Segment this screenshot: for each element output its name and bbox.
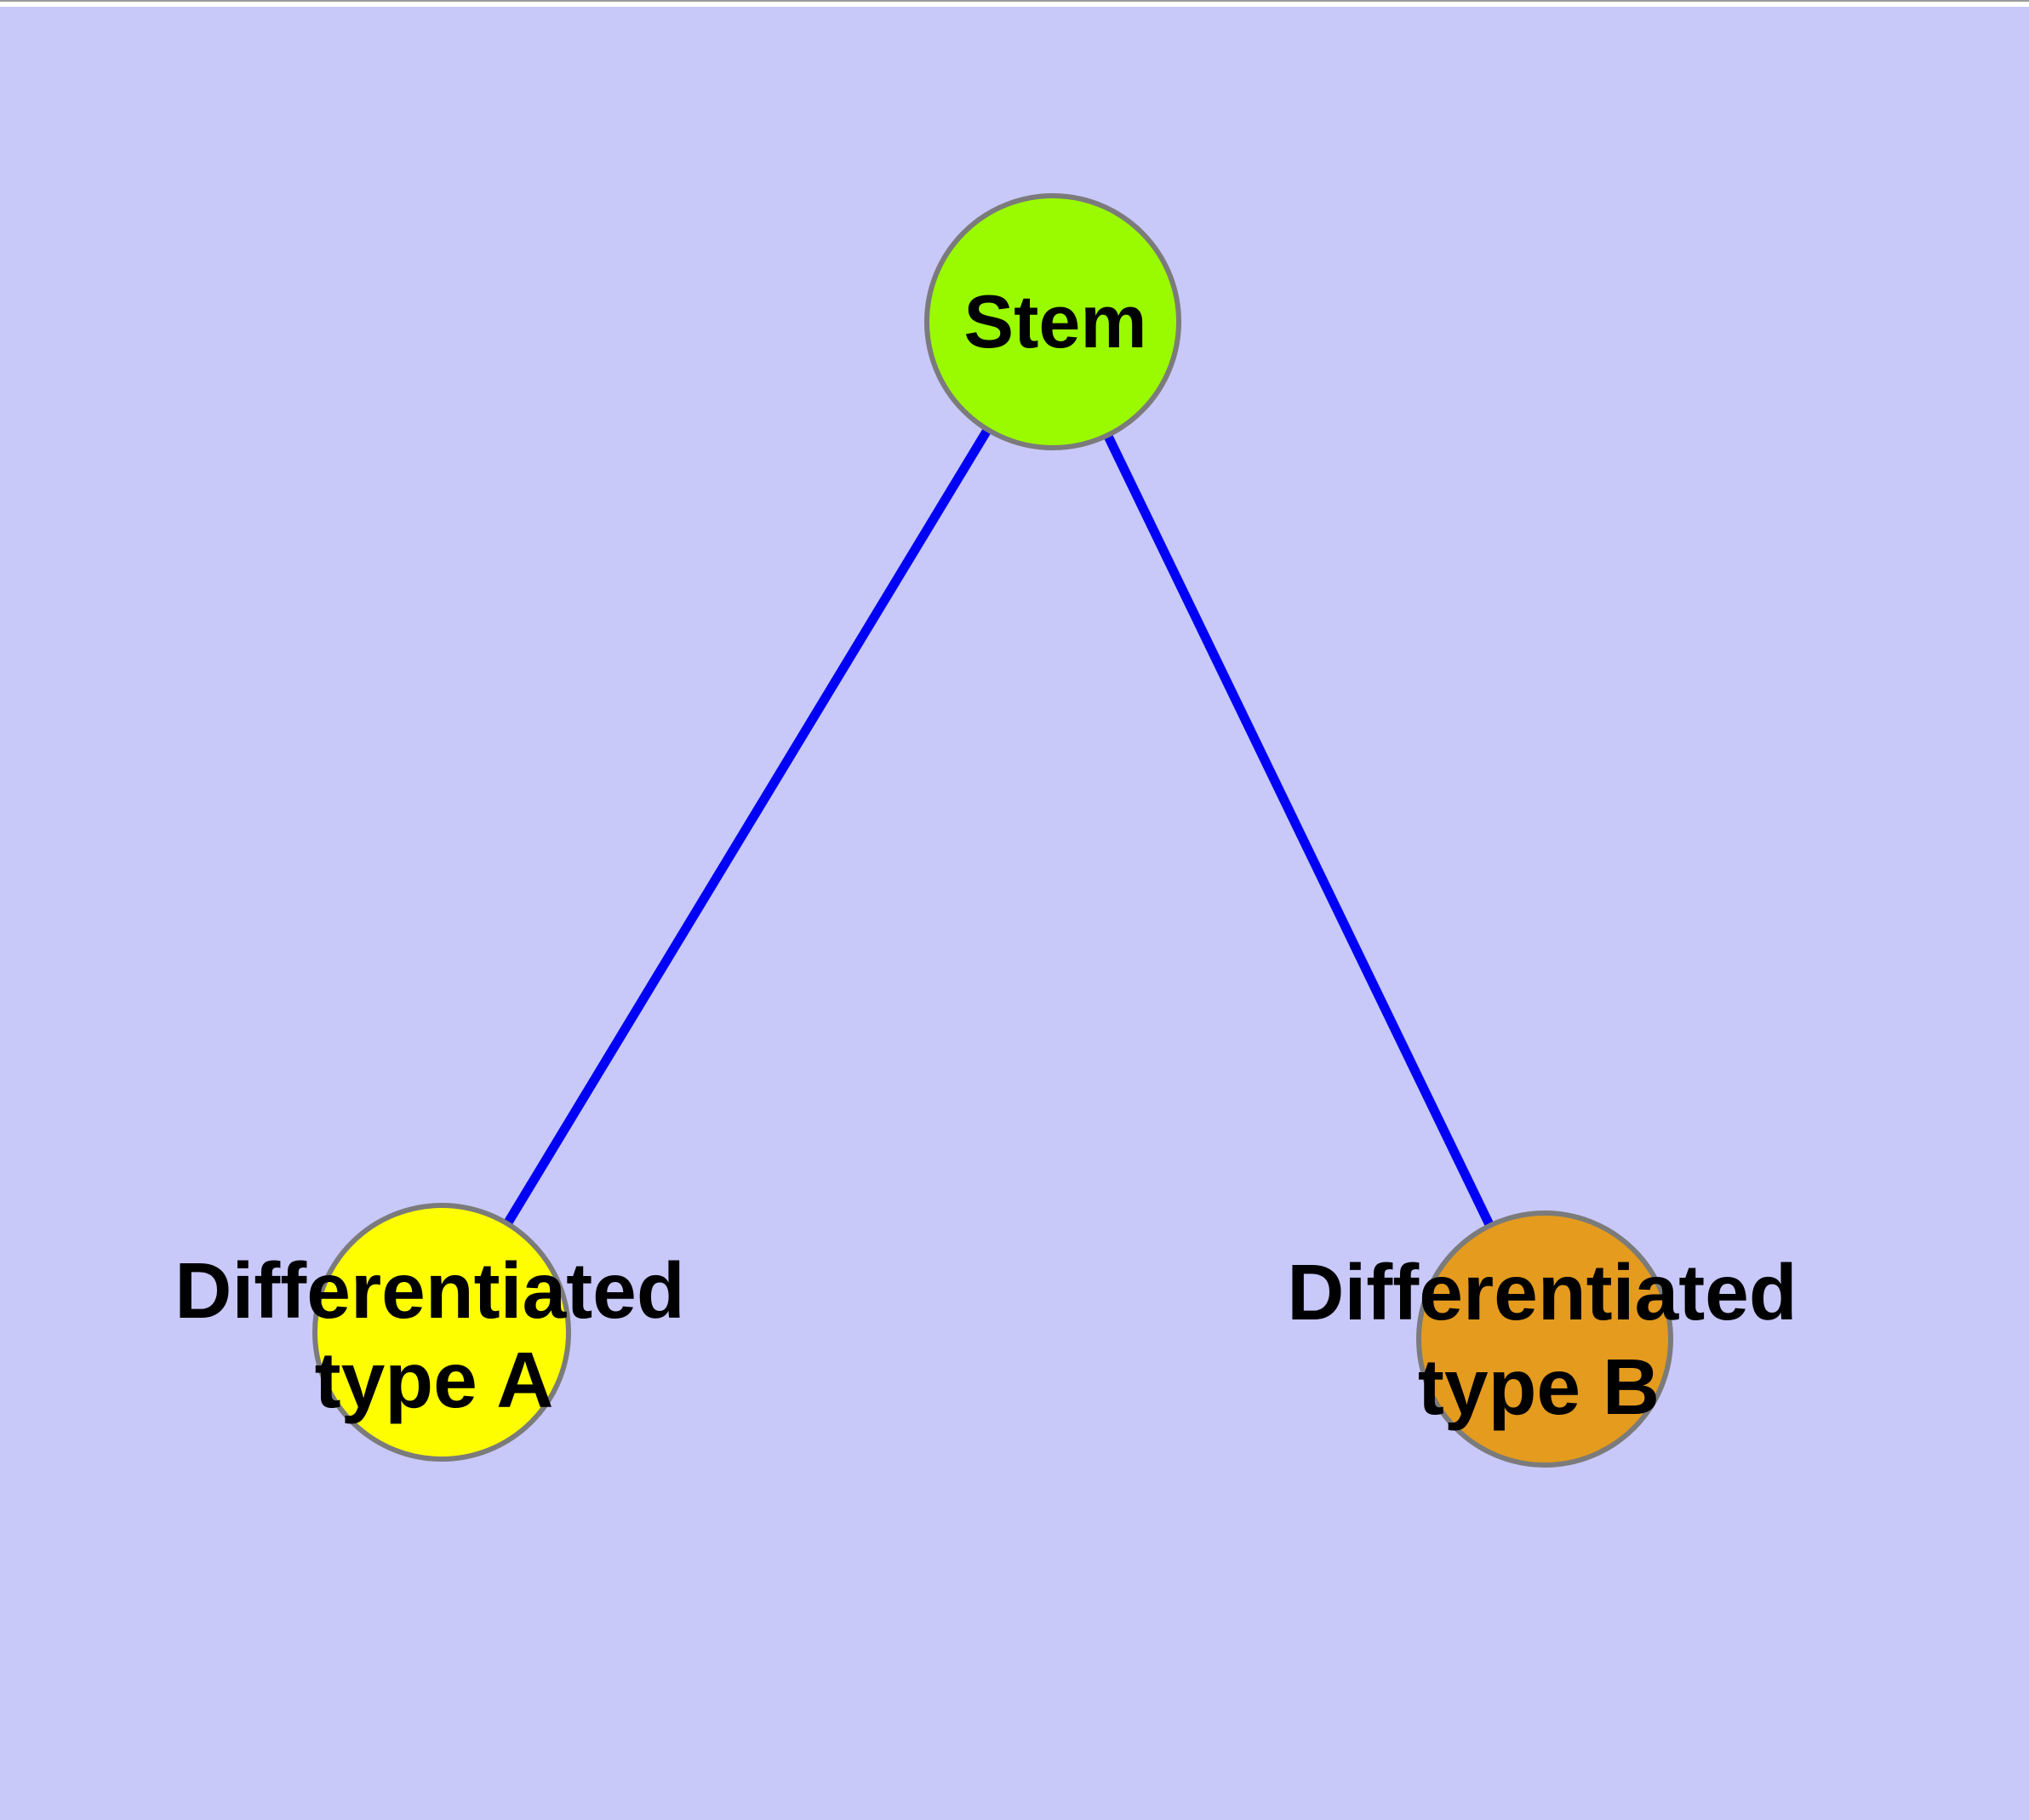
window-top-strip [0, 0, 2029, 7]
node-differentiated-type-a-label-line1: Differentiated [174, 1246, 684, 1335]
node-differentiated-type-a-label-line2: type A [315, 1336, 554, 1424]
node-differentiated-type-a-circle [312, 1203, 571, 1462]
node-differentiated-type-b-label-line2: type B [1418, 1342, 1660, 1431]
node-stem-label: Stem [963, 279, 1146, 363]
node-differentiated-type-b-circle [1416, 1210, 1673, 1468]
node-differentiated-type-b-label-line1: Differentiated [1287, 1248, 1797, 1336]
node-stem-circle [924, 193, 1181, 450]
edge-stem-to-differentiated-type-b [1049, 319, 1549, 1342]
edge-stem-to-differentiated-type-a [437, 319, 1057, 1335]
